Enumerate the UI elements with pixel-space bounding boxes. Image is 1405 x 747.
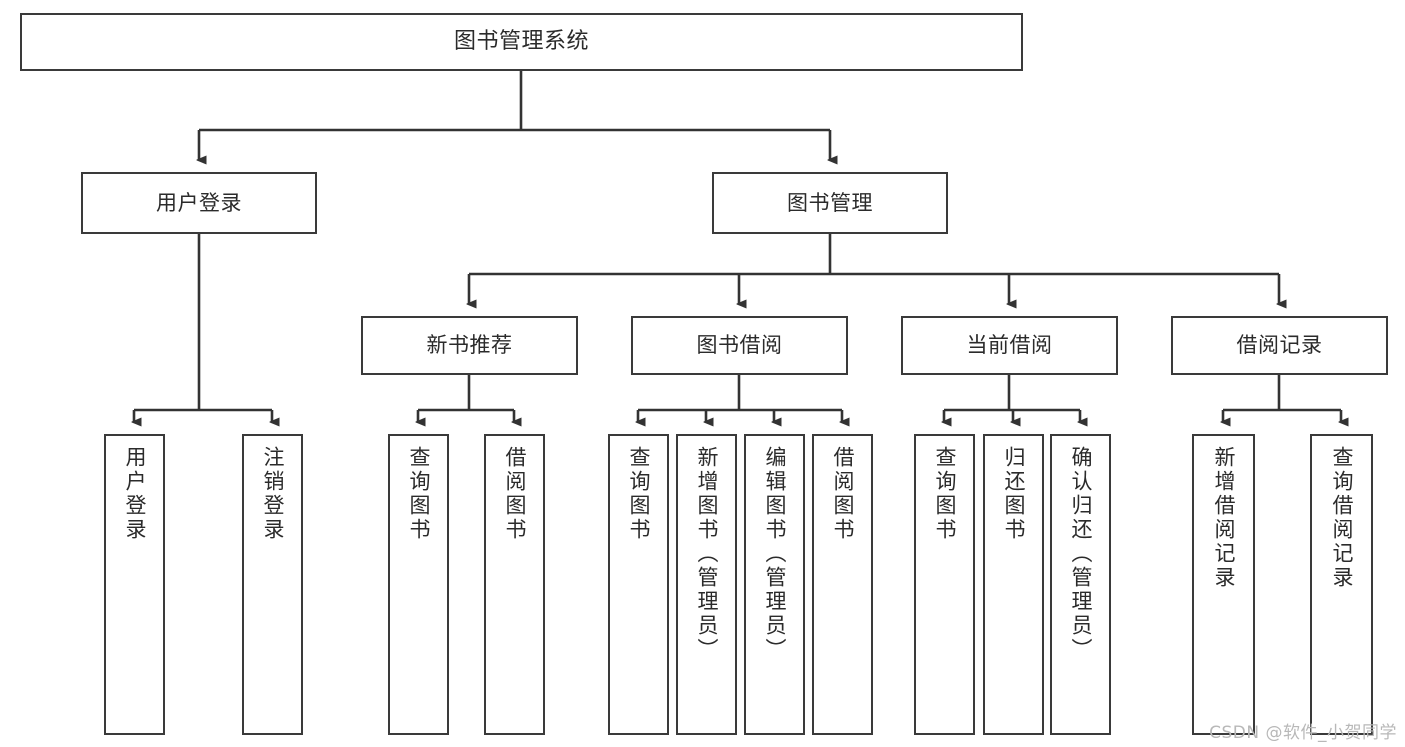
csdn-watermark: CSDN @软件_小贺同学 — [1209, 723, 1397, 743]
node-label: 注销登录 — [261, 446, 285, 542]
node-leaf-query-book-1[interactable]: 查询图书 — [388, 434, 449, 735]
node-label: 查询图书 — [627, 446, 651, 542]
node-leaf-query-book-3[interactable]: 查询图书 — [914, 434, 975, 735]
node-label: 图书借阅 — [696, 333, 783, 358]
node-leaf-return-book[interactable]: 归还图书 — [983, 434, 1044, 735]
node-leaf-borrow-book-1[interactable]: 借阅图书 — [484, 434, 545, 735]
node-label: 借阅记录 — [1236, 333, 1323, 358]
node-label: 用户登录 — [123, 446, 147, 542]
node-label: 查询借阅记录 — [1330, 446, 1354, 590]
node-leaf-add-book-admin[interactable]: 新增图书（管理员） — [676, 434, 737, 735]
node-user-login[interactable]: 用户登录 — [81, 172, 317, 234]
node-leaf-confirm-return-admin[interactable]: 确认归还（管理员） — [1050, 434, 1111, 735]
node-label: 借阅图书 — [831, 446, 855, 542]
node-label: 图书管理系统 — [453, 29, 589, 55]
node-label: 当前借阅 — [966, 333, 1053, 358]
node-label: 图书管理 — [787, 190, 873, 215]
node-label: 新增图书（管理员） — [695, 446, 719, 662]
node-book-borrow[interactable]: 图书借阅 — [631, 316, 848, 375]
node-leaf-borrow-book-2[interactable]: 借阅图书 — [812, 434, 873, 735]
node-leaf-user-login[interactable]: 用户登录 — [104, 434, 165, 735]
node-label: 查询图书 — [933, 446, 957, 542]
node-label: 借阅图书 — [503, 446, 527, 542]
node-leaf-add-borrow-record[interactable]: 新增借阅记录 — [1192, 434, 1255, 735]
node-borrow-record[interactable]: 借阅记录 — [1171, 316, 1388, 375]
node-label: 新增借阅记录 — [1212, 446, 1236, 590]
node-leaf-query-book-2[interactable]: 查询图书 — [608, 434, 669, 735]
node-new-book-recommend[interactable]: 新书推荐 — [361, 316, 578, 375]
node-book-management[interactable]: 图书管理 — [712, 172, 948, 234]
node-label: 查询图书 — [407, 446, 431, 542]
node-root-book-management-system[interactable]: 图书管理系统 — [20, 13, 1023, 71]
node-label: 用户登录 — [156, 190, 242, 215]
node-leaf-edit-book-admin[interactable]: 编辑图书（管理员） — [744, 434, 805, 735]
node-label: 归还图书 — [1002, 446, 1026, 542]
node-current-borrow[interactable]: 当前借阅 — [901, 316, 1118, 375]
node-label: 编辑图书（管理员） — [763, 446, 787, 662]
node-label: 新书推荐 — [426, 333, 513, 358]
node-leaf-logout[interactable]: 注销登录 — [242, 434, 303, 735]
node-label: 确认归还（管理员） — [1069, 446, 1093, 662]
node-leaf-query-borrow-record[interactable]: 查询借阅记录 — [1310, 434, 1373, 735]
